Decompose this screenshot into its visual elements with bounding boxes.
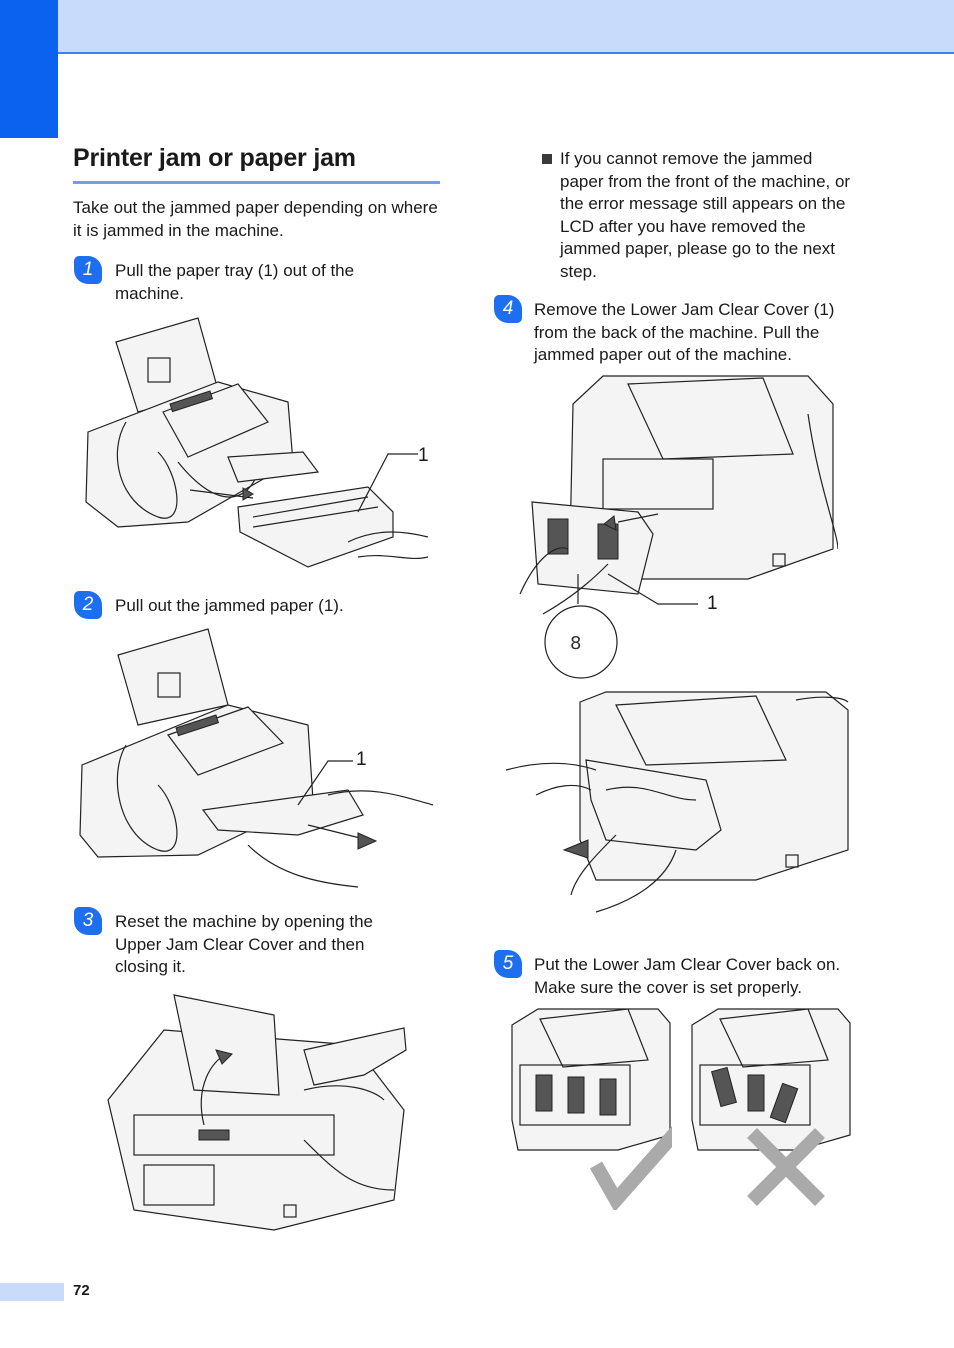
step-5-badge: 5 xyxy=(494,950,522,978)
section-title: Printer jam or paper jam xyxy=(73,144,356,172)
lower-cover-removal-illustration: 8 xyxy=(519,375,838,679)
step-5-text: Put the Lower Jam Clear Cover back on. M… xyxy=(534,955,841,997)
cover-incorrect-illustration xyxy=(691,1008,851,1206)
page-number: 72 xyxy=(73,1282,90,1299)
bullet-marker xyxy=(542,154,552,164)
step-2-text: Pull out the jammed paper (1). xyxy=(115,596,344,615)
step-1-callout: 1 xyxy=(418,445,429,466)
pull-jammed-paper-illustration xyxy=(505,691,849,913)
chapter-tab xyxy=(0,0,58,138)
fax-tray-illustration xyxy=(85,317,429,568)
bullet-text: If you cannot remove the jammed paper fr… xyxy=(560,149,851,281)
cover-correct-illustration xyxy=(511,1008,672,1210)
intro-text: Take out the jammed paper depending on w… xyxy=(73,198,438,240)
fax-jammed-paper-illustration xyxy=(79,628,434,888)
step-2-badge: 2 xyxy=(74,591,102,619)
header-band xyxy=(0,0,954,54)
step-3-text: Reset the machine by opening the Upper J… xyxy=(115,912,374,976)
step-1-badge: 1 xyxy=(74,256,102,284)
title-underline xyxy=(73,181,440,184)
svg-text:8: 8 xyxy=(570,633,581,654)
page-number-bar xyxy=(0,1283,64,1301)
step-4-badge: 4 xyxy=(494,295,522,323)
step-1-text: Pull the paper tray (1) out of the machi… xyxy=(115,261,355,303)
step-4-callout: 1 xyxy=(707,593,718,614)
upper-cover-illustration xyxy=(107,994,407,1231)
step-3-badge: 3 xyxy=(74,907,102,935)
step-2-callout: 1 xyxy=(356,749,367,770)
step-4-text: Remove the Lower Jam Clear Cover (1) fro… xyxy=(534,300,835,364)
